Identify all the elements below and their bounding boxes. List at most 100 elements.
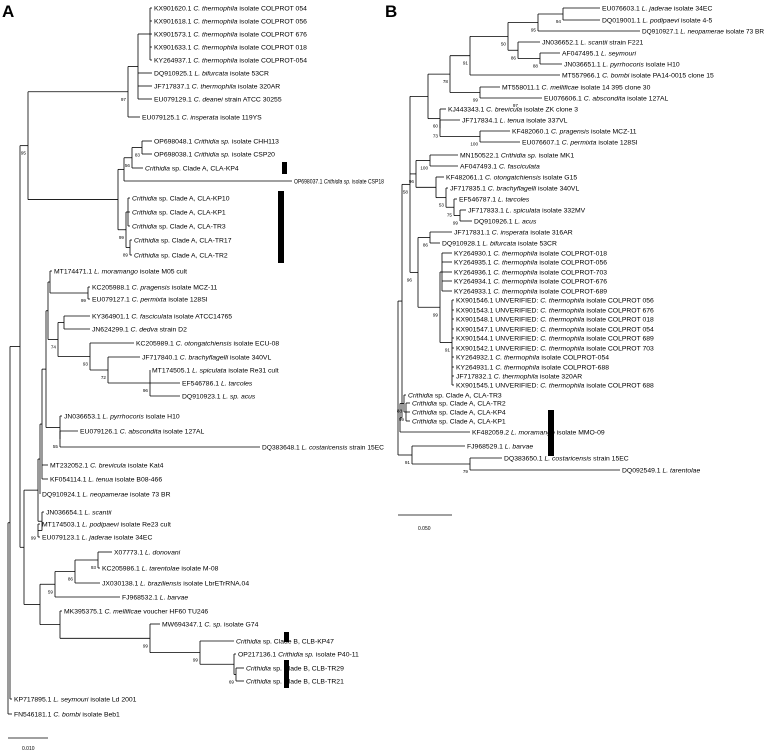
- taxon-label: FN546181.1 C. bombi isolate Beb1: [14, 711, 120, 718]
- clade-b-marker: [284, 660, 289, 688]
- taxon-accession: KX901547.1 UNVERIFIED:: [456, 326, 540, 333]
- taxon-detail: sp. Clade A, CLA-KP1: [437, 418, 506, 425]
- taxon-accession: KC205988.1: [92, 284, 132, 291]
- bootstrap-value: 99: [433, 312, 439, 317]
- taxon-detail: isolate 127AL: [625, 95, 668, 102]
- taxon-label: KX901633.1 C. thermophila isolate COLPRO…: [154, 44, 307, 51]
- taxon-species: Crithidia: [408, 392, 433, 399]
- taxon-species: Crithidia: [412, 418, 437, 425]
- panel-a-scale-label: 0.010: [22, 746, 35, 752]
- taxon-detail: isolate COLPROT 054: [584, 326, 654, 333]
- taxon-accession: KY264930.1: [454, 250, 493, 257]
- taxon-detail: isolate M-08: [179, 565, 218, 572]
- taxon-species: C. otongatchiensis: [485, 174, 542, 181]
- bootstrap-value: 58: [403, 189, 409, 194]
- taxon-detail: isolate P40-11: [314, 651, 359, 658]
- taxon-species: L. sp. acus: [222, 393, 255, 400]
- taxon-accession: KF482059.2: [472, 429, 511, 436]
- taxon-label: KX901620.1 C. thermophila isolate COLPRO…: [154, 5, 307, 12]
- taxon-species: L. tenua: [500, 117, 525, 124]
- taxon-detail: isolate COLPROT-689: [538, 288, 608, 295]
- taxon-label: EU079126.1 C. abscondita isolate 127AL: [80, 428, 205, 435]
- taxon-detail: isolate COLPROT 018: [238, 44, 308, 51]
- taxon-species: Crithidia sp.: [194, 138, 230, 145]
- taxon-detail: isolate COLPROT 676: [584, 307, 654, 314]
- taxon-accession: KF482060.1: [512, 128, 551, 135]
- taxon-accession: OP217136.1: [238, 651, 278, 658]
- taxon-species: L. pyrrhocoris: [603, 61, 645, 68]
- taxon-label: KY264932.1 C. thermophila isolate COLPRO…: [456, 354, 609, 361]
- bootstrap-value: 56: [125, 163, 131, 168]
- taxon-label: DQ910925.1 L. bifurcata isolate 53CR: [154, 70, 269, 77]
- clade-a-marker: [548, 410, 554, 456]
- taxon-detail: sp. Clade A, CLA-TR3: [157, 223, 226, 230]
- taxon-label: Crithidia sp. Clade B, CLB-KP47: [236, 638, 334, 645]
- taxon-species: L. costaricensis: [544, 455, 591, 462]
- taxon-label: MT557966.1 C. bombi isolate PA14-0015 cl…: [562, 72, 714, 79]
- taxon-detail: isolate 332MV: [540, 207, 585, 214]
- bootstrap-value: 97: [121, 97, 127, 102]
- taxon-detail: isolate COLPROT-676: [538, 278, 608, 285]
- taxon-detail: isolate 73 BR: [128, 491, 170, 498]
- taxon-detail: isolate ECU-08: [232, 340, 280, 347]
- bootstrap-value: 86: [68, 577, 74, 582]
- taxon-accession: KC205989.1: [136, 340, 176, 347]
- taxon-species: C. fasciculata: [131, 313, 172, 320]
- taxon-label: Crithidia sp. Clade A, CLA-KP4: [145, 165, 239, 172]
- taxon-accession: OP698037.1: [294, 178, 324, 185]
- taxon-detail: sp. Clade A, CLA-KP4: [170, 165, 239, 172]
- taxon-accession: KC205986.1: [102, 565, 142, 572]
- taxon-accession: MT174503.1: [42, 521, 82, 528]
- taxon-species: C. bombi: [602, 72, 630, 79]
- taxon-label: KX901544.1 UNVERIFIED: C. thermophila is…: [456, 335, 654, 342]
- bootstrap-value: 55: [53, 444, 59, 449]
- taxon-species: C. insperata: [492, 229, 529, 236]
- taxon-species: L. jaderae: [642, 5, 672, 12]
- taxon-label: KC205989.1 C. otongatchiensis isolate EC…: [136, 340, 279, 347]
- taxon-label: MT174471.1 L. moramango isolate M05 cult: [54, 268, 187, 275]
- taxon-detail: isolate 119YS: [218, 114, 262, 121]
- taxon-label: DQ092549.1 L. tarentolae: [622, 467, 700, 474]
- taxon-species: C. thermophila: [493, 250, 537, 257]
- taxon-detail: isolate COLPROT-703: [538, 269, 608, 276]
- taxon-label: MN150522.1 Crithidia sp. isolate MK1: [460, 152, 574, 159]
- taxon-species: L. bifurcata: [194, 70, 228, 77]
- taxon-accession: DQ910924.1: [42, 491, 82, 498]
- taxon-label: Crithidia sp. Clade A, CLA-TR2: [412, 400, 506, 407]
- taxon-species: C. thermophila: [495, 364, 539, 371]
- taxon-species: C. thermophila: [540, 307, 584, 314]
- taxon-detail: isolate 340VL: [536, 185, 579, 192]
- taxon-species: L. bifurcata: [482, 240, 516, 247]
- taxon-label: Crithidia sp. Clade B, CLB-TR29: [246, 665, 344, 672]
- taxon-accession: KX901543.1 UNVERIFIED:: [456, 307, 540, 314]
- taxon-label: EU079129.1 C. deanei strain ATCC 30255: [154, 96, 282, 103]
- taxon-accession: DQ383648.1: [262, 444, 302, 451]
- taxon-detail: isolate COLPROT-056: [538, 259, 608, 266]
- bootstrap-value: 99: [193, 658, 199, 663]
- taxon-species: Crithidia: [134, 252, 159, 259]
- taxon-species: L. seymouri: [53, 696, 89, 703]
- taxon-detail: isolate 316AR: [528, 229, 572, 236]
- taxon-species: C. mellificae: [542, 84, 579, 91]
- taxon-accession: FN546181.1: [14, 711, 53, 718]
- taxon-detail: isolate COLPROT-054: [540, 354, 610, 361]
- taxon-detail: isolate PA14-0015 clone 15: [629, 72, 714, 79]
- taxon-label: DQ910928.1 L. bifurcata isolate 53CR: [442, 240, 557, 247]
- taxon-species: L. moramango: [94, 268, 138, 275]
- taxon-accession: JF717837.1: [154, 83, 192, 90]
- taxon-species: C. pragensis: [132, 284, 171, 291]
- taxon-detail: isolate 128SI: [596, 139, 637, 146]
- taxon-accession: KY264932.1: [456, 354, 495, 361]
- taxon-species: Crithidia: [246, 678, 271, 685]
- taxon-detail: voucher HF60 TU246: [141, 608, 208, 615]
- taxon-accession: JN036652.1: [542, 39, 581, 46]
- taxon-detail: sp. Clade A, CLA-KP4: [437, 409, 506, 416]
- taxon-label: KY264933.1 C. thermophila isolate COLPRO…: [454, 288, 607, 295]
- taxon-label: Crithidia sp. Clade A, CLA-KP1: [412, 418, 506, 425]
- taxon-detail: isolate ZK clone 3: [522, 106, 578, 113]
- taxon-species: C. thermophila: [540, 316, 584, 323]
- taxon-label: KY264936.1 C. thermophila isolate COLPRO…: [454, 269, 607, 276]
- taxon-detail: isolate 128SI: [166, 296, 207, 303]
